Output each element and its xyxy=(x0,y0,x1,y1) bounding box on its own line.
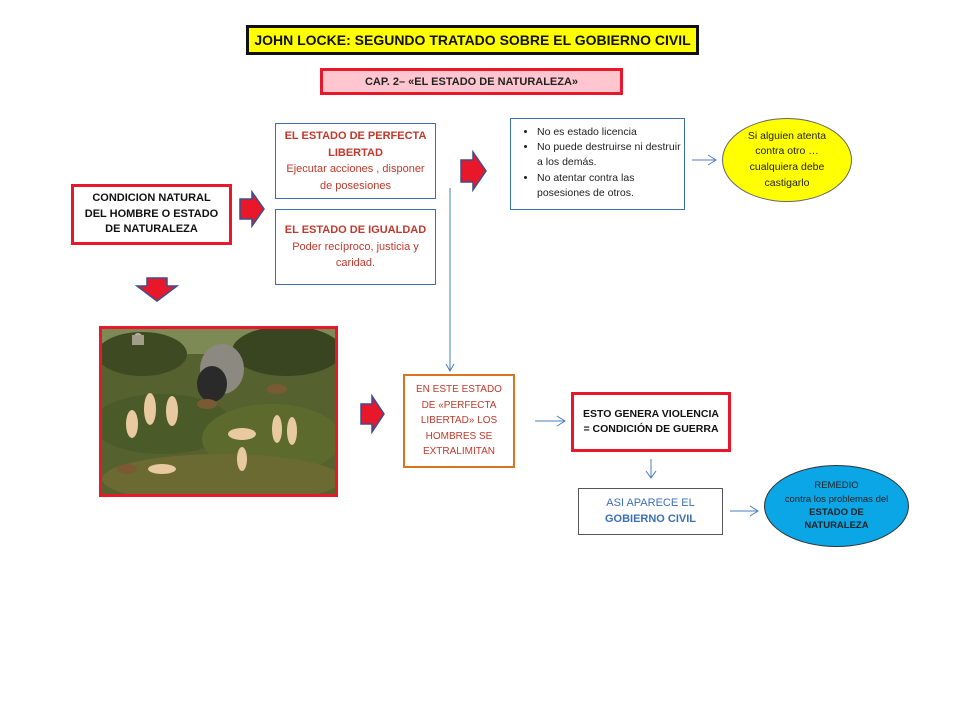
painting-illustration xyxy=(102,329,335,494)
remedio-line3: ESTADO DE NATURALEZA xyxy=(804,507,869,532)
list-item: No puede destruirse ni destruir a los de… xyxy=(537,140,684,170)
perfecta-libertad-text: Ejecutar acciones , disponer de posesion… xyxy=(286,163,425,192)
arrowhead-right-ellipse xyxy=(707,154,717,166)
igualdad-text: Poder recíproco, justicia y caridad. xyxy=(292,240,419,270)
igualdad-heading: EL ESTADO DE IGUALDAD xyxy=(284,224,427,237)
castigo-ellipse: Si alguien atenta contra otro … cualquie… xyxy=(722,118,852,202)
block-arrow-right-3 xyxy=(360,393,385,435)
gobierno-civil-box: ASI APARECE EL GOBIERNO CIVIL xyxy=(578,488,723,535)
list-item: No atentar contra las posesiones de otro… xyxy=(537,171,684,201)
bullet-list-box: No es estado licencia No puede destruirs… xyxy=(510,118,685,210)
chapter-subtitle: CAP. 2– «EL ESTADO DE NATURALEZA» xyxy=(320,68,623,95)
extralimitan-box: EN ESTE ESTADO DE «PERFECTA LIBERTAD» LO… xyxy=(403,374,515,468)
main-title: JOHN LOCKE: SEGUNDO TRATADO SOBRE EL GOB… xyxy=(246,25,699,55)
gobierno-line1: ASI APARECE EL xyxy=(606,496,695,509)
arrowhead-down-orange xyxy=(445,363,455,373)
condicion-natural-text: CONDICION NATURAL DEL HOMBRE O ESTADO DE… xyxy=(84,191,219,236)
remedio-ellipse: REMEDIO contra los problemas del ESTADO … xyxy=(764,465,909,547)
remedio-line1: REMEDIO xyxy=(814,480,859,492)
block-arrow-right-2 xyxy=(460,149,487,193)
arrowhead-right-remedio xyxy=(749,505,759,517)
list-item: No es estado licencia xyxy=(537,125,684,140)
block-arrow-down xyxy=(134,277,180,302)
condicion-natural-box: CONDICION NATURAL DEL HOMBRE O ESTADO DE… xyxy=(71,184,232,245)
arrowhead-down-gobierno xyxy=(645,470,657,479)
perfecta-libertad-box: EL ESTADO DE PERFECTA LIBERTAD Ejecutar … xyxy=(275,123,436,199)
block-arrow-right-1 xyxy=(239,189,265,229)
perfecta-libertad-heading: EL ESTADO DE PERFECTA LIBERTAD xyxy=(284,130,427,159)
violencia-box: ESTO GENERA VIOLENCIA = CONDICIÓN DE GUE… xyxy=(571,392,731,452)
violencia-text: ESTO GENERA VIOLENCIA = CONDICIÓN DE GUE… xyxy=(583,407,719,435)
castigo-ellipse-text: Si alguien atenta contra otro … cualquie… xyxy=(747,129,827,189)
remedio-line2: contra los problemas del xyxy=(784,493,889,505)
bullet-list: No es estado licencia No puede destruirs… xyxy=(511,125,684,201)
igualdad-box: EL ESTADO DE IGUALDAD Poder recíproco, j… xyxy=(275,209,436,285)
arrowhead-right-violencia xyxy=(556,415,566,427)
painting-image xyxy=(99,326,338,497)
main-title-text: JOHN LOCKE: SEGUNDO TRATADO SOBRE EL GOB… xyxy=(254,32,691,48)
chapter-subtitle-text: CAP. 2– «EL ESTADO DE NATURALEZA» xyxy=(364,75,579,88)
extralimitan-text: EN ESTE ESTADO DE «PERFECTA LIBERTAD» LO… xyxy=(416,384,502,458)
gobierno-line2: GOBIERNO CIVIL xyxy=(604,512,697,525)
